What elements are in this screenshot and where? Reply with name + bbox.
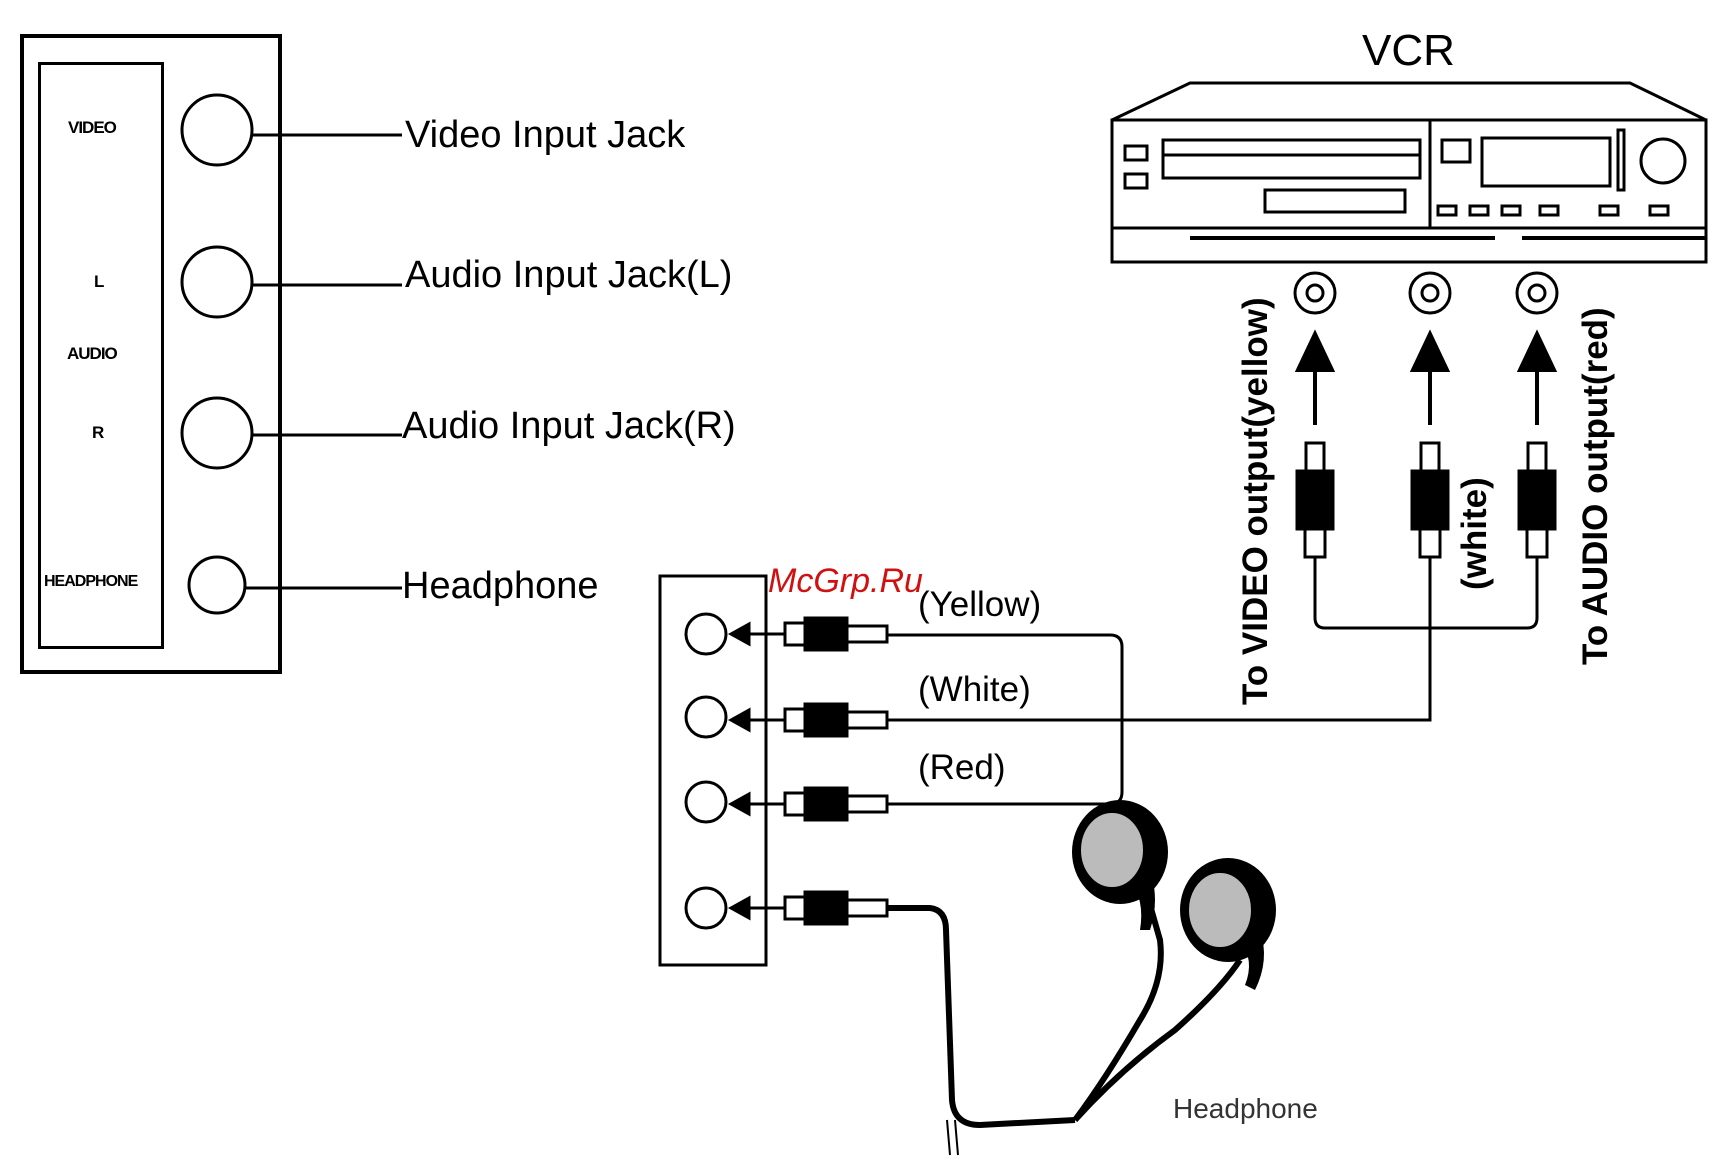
label-white: (white): [1455, 477, 1495, 590]
headphone-label: Headphone: [1173, 1093, 1318, 1125]
vcr-title: VCR: [1362, 26, 1455, 76]
watermark: McGrp.Ru: [768, 562, 923, 601]
earbud-left: [1072, 800, 1168, 930]
cable-label-yellow: (Yellow): [918, 585, 1041, 625]
panel-label-audio: AUDIO: [67, 344, 117, 364]
panel-label-video: VIDEO: [68, 118, 116, 138]
callout-audio-l: Audio Input Jack(L): [405, 254, 732, 297]
label-audio-output: To AUDIO output(red): [1576, 307, 1616, 665]
panel-label-r: R: [92, 423, 103, 443]
cable-label-white: (White): [918, 670, 1031, 710]
panel-label-l: L: [94, 272, 103, 292]
panel-label-headphone: HEADPHONE: [44, 573, 137, 591]
cable-label-red: (Red): [918, 748, 1006, 788]
callout-video-input: Video Input Jack: [405, 114, 685, 157]
callout-audio-r: Audio Input Jack(R): [402, 405, 736, 448]
label-video-output: To VIDEO output(yellow): [1236, 297, 1276, 705]
callout-headphone: Headphone: [402, 565, 599, 608]
earbud-right: [1180, 858, 1276, 990]
vcr-device: [1112, 83, 1706, 262]
